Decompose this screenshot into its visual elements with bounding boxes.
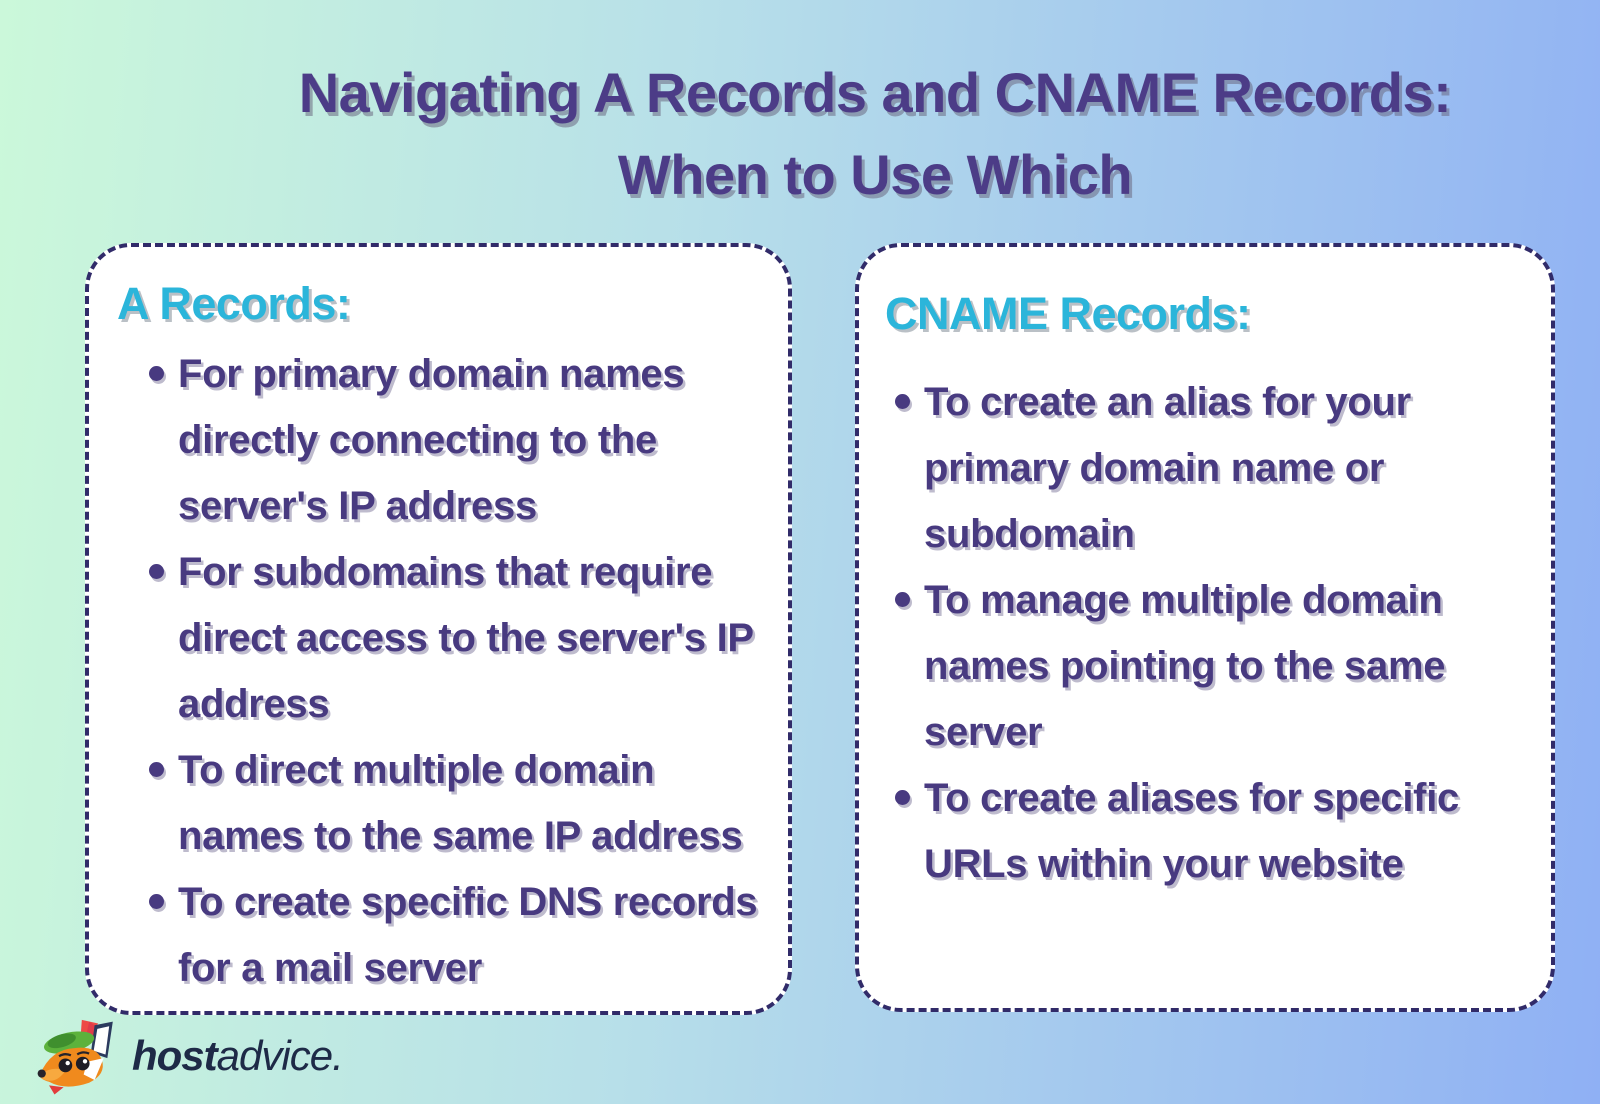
bullet-line: for a mail server [178,946,482,990]
list-item: To create aliases for specific URLs with… [885,765,1541,897]
bullet-line: To direct multiple domain [178,748,655,792]
bullet-dot-icon [149,894,164,909]
cname-records-heading: CNAME Records: [885,288,1251,339]
bullet-dot-icon [895,790,910,805]
bullet-line: To create specific DNS records [178,880,758,924]
a-records-card: A Records: For primary domain names dire… [85,243,792,1015]
logo-wordmark: hostadvice. [132,1032,344,1086]
bullet-line: To create an alias for your [924,380,1411,424]
list-item: For primary domain names directly connec… [117,341,778,539]
bullet-line: For primary domain names [178,352,685,396]
bullet-dot-icon [149,564,164,579]
list-item: To create an alias for your primary doma… [885,369,1541,567]
bullet-line: subdomain [924,512,1135,556]
bullet-line: URLs within your website [924,842,1404,886]
fox-mascot-icon [37,1019,113,1095]
bullet-line: names pointing to the same [924,644,1446,688]
bullet-dot-icon [149,366,164,381]
bullet-line: To create aliases for specific [924,776,1459,820]
page-title-line1: Navigating A Records and CNAME Records: [298,61,1452,124]
list-item: For subdomains that require direct acces… [117,539,778,737]
a-records-heading: A Records: [117,278,351,329]
bullet-line: address [178,682,330,726]
bullet-line: To manage multiple domain [924,578,1443,622]
hostadvice-logo: hostadvice. [34,1018,344,1100]
bullet-line: primary domain name or [924,446,1385,490]
bullet-dot-icon [895,394,910,409]
logo-text-advice: advice. [216,1032,344,1079]
list-item: To manage multiple domain names pointing… [885,567,1541,765]
bullet-line: server's IP address [178,484,537,528]
logo-text-host: host [132,1032,218,1079]
bullet-line: directly connecting to the [178,418,657,462]
bullet-line: direct access to the server's IP [178,616,754,660]
bullet-dot-icon [895,592,910,607]
a-records-list: For primary domain names directly connec… [117,341,778,1001]
bullet-line: server [924,710,1043,754]
page-title-line2: When to Use Which [617,143,1133,206]
list-item: To create specific DNS records for a mai… [117,869,778,1001]
bullet-line: names to the same IP address [178,814,743,858]
cname-records-list: To create an alias for your primary doma… [885,369,1541,897]
list-item: To direct multiple domain names to the s… [117,737,778,869]
bullet-line: For subdomains that require [178,550,713,594]
cname-records-card: CNAME Records: To create an alias for yo… [855,243,1555,1012]
page-title: Navigating A Records and CNAME Records: … [160,52,1590,216]
bullet-dot-icon [149,762,164,777]
